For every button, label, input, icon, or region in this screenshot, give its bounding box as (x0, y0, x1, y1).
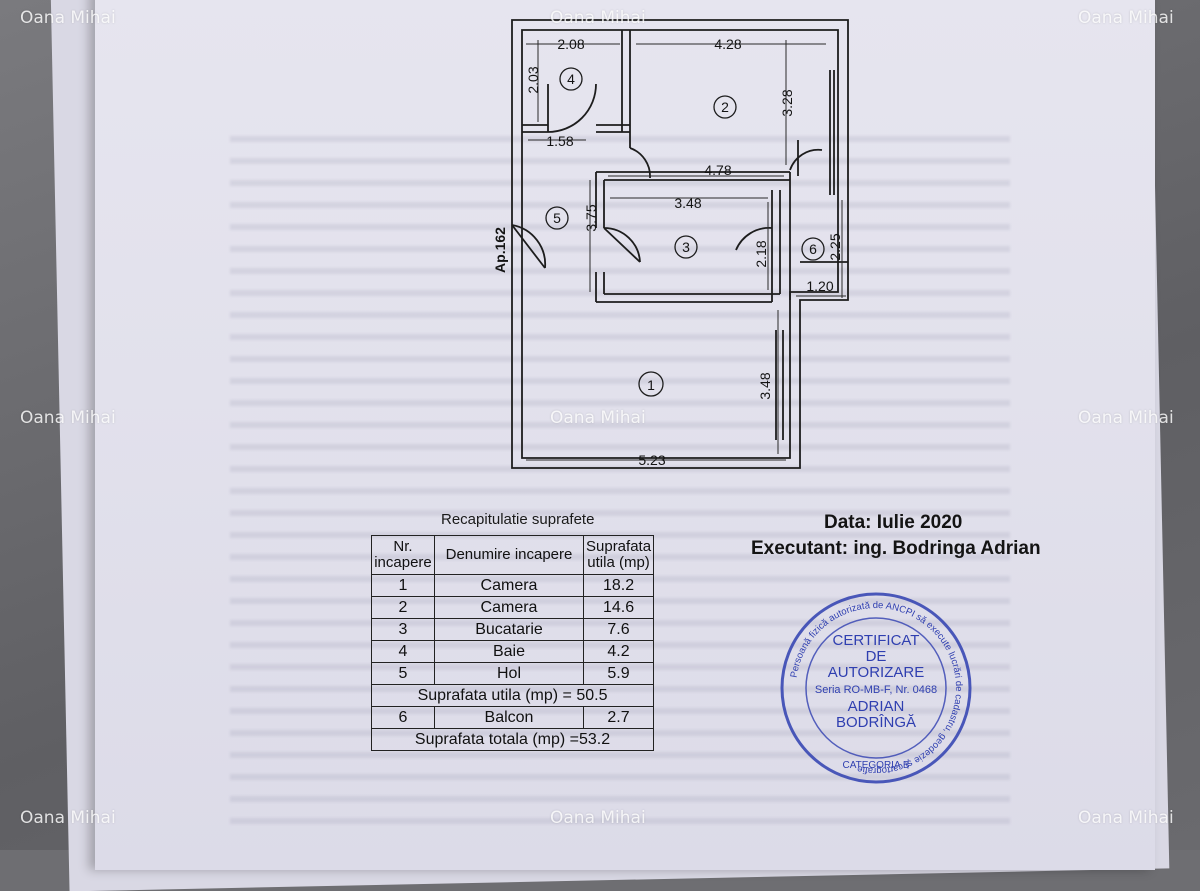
watermark-top-right: Oana Mihai (1078, 8, 1174, 28)
table-row: 5 Hol 5.9 (371, 662, 655, 685)
stamp-name-2: BODRÎNGĂ (835, 714, 916, 731)
header-useful-area: Suprafata utila (mp) (582, 535, 655, 575)
room-number-3: 3 (682, 239, 690, 255)
room-number-2: 2 (721, 99, 729, 115)
area-summary-table: Nr. incapere Denumire incapere Suprafata… (370, 535, 655, 751)
dim-label: 2.08 (557, 36, 584, 52)
table-header-row: Nr. incapere Denumire incapere Suprafata… (371, 535, 655, 575)
watermark-bottom-right: Oana Mihai (1078, 808, 1174, 828)
dim-label: 4.78 (704, 162, 731, 178)
dim-label: 3.48 (674, 195, 701, 211)
grand-total: Suprafata totala (mp) =53.2 (370, 728, 655, 751)
stamp-ring: Persoană fizică autorizată de ANCPI să e… (780, 592, 972, 784)
apartment-label: Ap.162 (492, 227, 508, 273)
dim-label: 2.18 (753, 240, 769, 267)
summary-heading: Recapitulatie suprafete (441, 511, 595, 528)
room-number-6: 6 (809, 241, 817, 257)
outer-wall-outer (511, 19, 849, 469)
cell-room-name: Camera (434, 596, 584, 619)
watermark-middle-center: Oana Mihai (550, 408, 646, 428)
table-row: 2 Camera 14.6 (371, 596, 655, 619)
grand-total-row: Suprafata totala (mp) =53.2 (370, 728, 655, 751)
header-room-name: Denumire incapere (434, 535, 584, 575)
cell-area: 18.2 (582, 574, 655, 597)
cell-area: 5.9 (582, 662, 655, 685)
useful-total-row: Suprafata utila (mp) = 50.5 (370, 684, 655, 707)
cell-area: 4.2 (582, 640, 655, 663)
dim-label: 2.25 (827, 233, 843, 260)
dim-label: 4.28 (714, 36, 741, 52)
stamp-series: Seria RO-MB-F, Nr. 0468 (814, 684, 938, 696)
stamp-line-3: AUTORIZARE (827, 664, 925, 681)
dim-label: 3.75 (583, 204, 599, 231)
watermark-bottom-center: Oana Mihai (550, 808, 646, 828)
cell-room-name: Bucatarie (434, 618, 584, 641)
date-label: Data: Iulie 2020 (824, 512, 963, 533)
stamp-name-1: ADRIAN (847, 698, 905, 715)
watermark-top-center: Oana Mihai (550, 8, 646, 28)
table-row: 1 Camera 18.2 (371, 574, 655, 597)
cell-room-name: Hol (434, 662, 584, 685)
watermark-middle-left: Oana Mihai (20, 408, 116, 428)
cell-area: 14.6 (582, 596, 655, 619)
cell-room-name: Camera (434, 574, 584, 597)
room-marker-1 (638, 371, 664, 397)
stamp-category: CATEGORIA B (842, 760, 910, 771)
cell-room-number: 5 (371, 662, 435, 685)
cell-room-number: 2 (371, 596, 435, 619)
dim-label: 5.23 (638, 452, 665, 468)
dim-label: 3.48 (757, 372, 773, 399)
dim-label: 2.03 (525, 66, 541, 93)
room-marker-5 (545, 206, 569, 230)
room-marker-2 (713, 95, 737, 119)
dim-label: 3.28 (779, 89, 795, 116)
cell-area: 2.7 (582, 706, 655, 729)
floor-plan: 4 2 3 5 6 1 2.08 4.28 2.03 3.28 1.58 4.7… (492, 19, 849, 469)
executant-label: Executant: ing. Bodringa Adrian (751, 538, 1041, 559)
watermark-middle-right: Oana Mihai (1078, 408, 1174, 428)
stamp-line-1: CERTIFICAT (832, 632, 920, 649)
room-number-5: 5 (553, 210, 561, 226)
cell-room-number: 1 (371, 574, 435, 597)
room-number-4: 4 (567, 71, 575, 87)
balcony-row: 6 Balcon 2.7 (371, 706, 655, 729)
room-marker-3 (674, 235, 698, 259)
cell-room-name: Balcon (434, 706, 584, 729)
room-marker-4 (559, 67, 583, 91)
watermark-top-left: Oana Mihai (20, 8, 116, 28)
dim-label: 1.20 (806, 278, 833, 294)
cell-area: 7.6 (582, 618, 655, 641)
room-marker-6 (801, 237, 825, 261)
table-row: 4 Baie 4.2 (371, 640, 655, 663)
cell-room-number: 3 (371, 618, 435, 641)
useful-total: Suprafata utila (mp) = 50.5 (370, 684, 655, 707)
dim-label: 1.58 (546, 133, 573, 149)
watermark-bottom-left: Oana Mihai (20, 808, 116, 828)
header-room-number: Nr. incapere (371, 535, 435, 575)
authorization-stamp: Persoană fizică autorizată de ANCPI să e… (778, 590, 974, 786)
cell-room-number: 4 (371, 640, 435, 663)
cell-room-name: Baie (434, 640, 584, 663)
cell-room-number: 6 (371, 706, 435, 729)
table-row: 3 Bucatarie 7.6 (371, 618, 655, 641)
stamp-line-2: DE (865, 648, 887, 665)
room-number-1: 1 (647, 377, 655, 393)
